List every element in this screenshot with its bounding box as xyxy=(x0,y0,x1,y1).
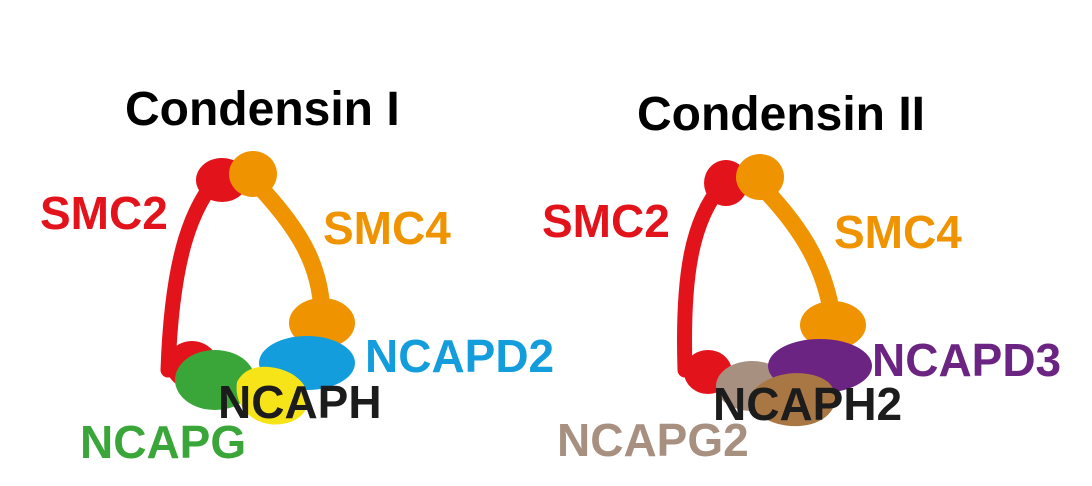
condensin-2-complex: Condensin II SMC2 SMC4 NCAPD3 NCAPH2 NCA… xyxy=(542,88,1061,466)
smc4-arm xyxy=(756,181,841,324)
smc4-head xyxy=(800,301,866,349)
smc2-arm xyxy=(677,177,730,378)
smc4-head xyxy=(289,298,355,348)
smc2-label: SMC2 xyxy=(542,195,670,247)
ncaph-subunit xyxy=(236,366,309,425)
ncapg-label: NCAPG xyxy=(80,416,246,468)
ncapg2-label: NCAPG2 xyxy=(557,414,749,466)
smc4-hinge xyxy=(229,151,277,197)
ncaph-label: NCAPH xyxy=(218,376,382,428)
ncaph2-label: NCAPH2 xyxy=(713,378,902,430)
smc4-arm xyxy=(249,176,331,321)
smc4-label: SMC4 xyxy=(323,202,451,254)
ncapd3-label: NCAPD3 xyxy=(872,334,1061,386)
ncapd2-label: NCAPD2 xyxy=(365,330,554,382)
ncapg-subunit xyxy=(175,350,255,410)
condensin-1-complex: Condensin I SMC2 SMC4 NCAPD2 NCAPH NCAPG xyxy=(40,83,554,468)
condensin-1-title: Condensin I xyxy=(125,83,400,136)
condensin-2-title: Condensin II xyxy=(637,88,925,141)
smc4-hinge xyxy=(736,154,784,200)
ncaph2-subunit xyxy=(750,373,836,427)
smc2-arm xyxy=(160,164,230,378)
smc4-label: SMC4 xyxy=(834,206,962,258)
smc2-label: SMC2 xyxy=(40,187,168,239)
